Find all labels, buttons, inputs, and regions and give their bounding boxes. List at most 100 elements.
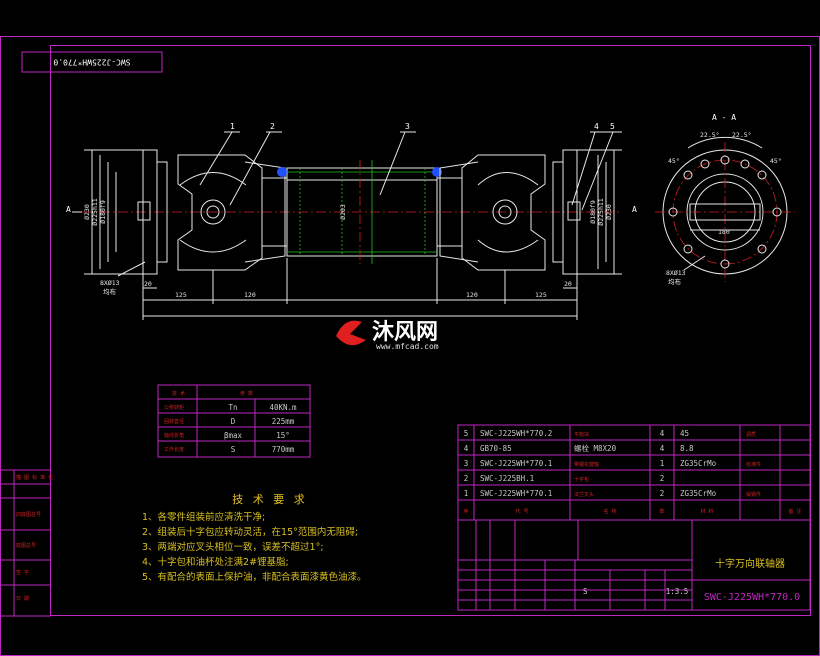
grease-nipple-left: [277, 167, 287, 177]
title-part-name: 十字万向联轴器: [715, 557, 785, 570]
param-label-4: 工作长度: [164, 446, 184, 453]
param-symbol-2: D: [231, 417, 236, 426]
param-value-3: 15°: [276, 431, 290, 440]
bom-mat-1: ZG35CrMo: [680, 489, 717, 498]
bom-mat-3: ZG35CrMo: [680, 459, 717, 468]
dim-20-left: 20: [144, 280, 152, 288]
bom-header-material: 材 料: [700, 508, 713, 515]
bom-note-3: 标准件: [746, 461, 761, 468]
dim-125-right: 125: [535, 291, 547, 299]
bom-header-qty: 数: [659, 508, 664, 515]
section-marker-right: A: [632, 205, 637, 214]
key-slot: [689, 203, 761, 221]
title-block: 十字万向联轴器 SWC-J225WH*770.0 S 1:3.5: [457, 519, 811, 611]
bom-header-name: 名 称: [603, 508, 616, 515]
params-header-1: 技 术: [172, 390, 185, 397]
bom-qty-2: 2: [660, 474, 665, 483]
callout-4: 4: [594, 122, 599, 131]
callout-2: 2: [270, 122, 275, 131]
dim-125-left: 125: [175, 291, 187, 299]
bolt-pitch-circle: [672, 159, 778, 265]
bom-header-code: 代 号: [515, 508, 528, 515]
bolt-holes: [668, 155, 782, 269]
angle-d: 45°: [770, 157, 782, 165]
callout-3: 3: [405, 122, 410, 131]
dim-d230-left: Ø230: [83, 204, 91, 220]
param-value-2: 225mm: [272, 417, 295, 426]
pcd-dim: 180: [718, 228, 730, 236]
requirements-title: 技 术 要 求: [232, 493, 308, 506]
bom-name-2: 十字包: [574, 476, 589, 483]
shaft-assembly-view: Ø230 Ø225h11 Ø180f9 Ø203 Ø180f9 Ø225h11 …: [66, 122, 637, 320]
strip-label-4: 签 字: [16, 569, 29, 576]
logo-mark-icon: [336, 320, 366, 346]
left-diameter-dims: [84, 149, 143, 275]
bom-name-5: 平衡块: [574, 431, 589, 438]
bolt-note-right: 均布: [668, 277, 682, 286]
angle-a: 22.5°: [700, 131, 720, 139]
right-yoke: [461, 154, 546, 271]
strip-label-2: 旧底图总号: [16, 511, 41, 518]
bom-code-3: SWC-J225WH*770.1: [480, 459, 552, 468]
bolt-spec-right: 8XØ13: [666, 269, 686, 277]
param-symbol-1: Tn: [228, 403, 237, 412]
bom-no-1: 1: [464, 489, 469, 498]
dim-fit-right: Ø180f9: [589, 200, 597, 224]
param-label-1: 公称转矩: [164, 404, 184, 411]
rotated-code-text: SWC-J225WH*770.0: [53, 58, 130, 67]
bom-mat-5: 45: [680, 429, 689, 438]
left-strip: 描 图 标 准 化 旧底图总号 底图总号 签 字 日 期: [0, 469, 53, 617]
param-value-1: 40KN.m: [269, 403, 297, 412]
params-header-2: 参 数: [240, 390, 253, 397]
bom-code-1: SWC-J225WH*770.1: [480, 489, 552, 498]
requirement-3: 3、两端对应叉头相位一致，误差不超过1°;: [142, 541, 324, 553]
param-value-4: 770mm: [272, 445, 295, 454]
bom-note-1: 锻钢件: [746, 491, 761, 498]
bolt-spec-left: 8XØ13: [100, 279, 120, 287]
bom-code-5: SWC-J225WH*770.2: [480, 429, 552, 438]
bom-name-1: 法兰叉头: [574, 491, 594, 498]
dim-d230-right: Ø230: [605, 204, 613, 220]
bom-no-5: 5: [464, 429, 469, 438]
scale-value: 1:3.5: [666, 587, 689, 596]
strip-label-3: 底图总号: [16, 542, 36, 549]
bom-table: 5 SWC-J225WH*770.2 平衡块 4 45 调质 4 GB70-85…: [457, 424, 811, 521]
bom-qty-1: 2: [660, 489, 665, 498]
requirement-4: 4、十字包和油杯处注满2#锂基脂;: [142, 556, 289, 568]
dim-d203: Ø203: [339, 204, 347, 220]
section-a-a-view: A - A 22.5° 22.5° 45° 45° 180 8XØ13 均布: [655, 113, 795, 286]
bom-qty-4: 4: [660, 444, 665, 453]
bom-mat-4: 8.8: [680, 444, 694, 453]
section-marker-left: A: [66, 205, 71, 214]
requirement-2: 2、组装后十字包应转动灵活，在15°范围内无阻碍;: [142, 526, 358, 538]
param-label-3: 轴线折角: [164, 432, 184, 439]
left-yoke: [177, 154, 263, 271]
scale-s-label: S: [583, 587, 588, 596]
bom-no-2: 2: [464, 474, 469, 483]
dim-d225-right: Ø225h11: [597, 198, 605, 225]
strip-label-1: 描 图 标 准 化: [16, 474, 53, 481]
watermark-url: www.mfcad.com: [376, 342, 439, 351]
requirement-5: 5、有配合的表面上保护油，非配合表面漆黄色油漆。: [142, 571, 367, 583]
section-label: A - A: [712, 113, 736, 122]
bom-name-3: 带钢花键轴: [574, 461, 599, 468]
dim-20-right: 20: [564, 280, 572, 288]
strip-label-5: 日 期: [16, 596, 29, 602]
bom-no-4: 4: [464, 444, 469, 453]
dim-d225-left: Ø225h11: [91, 198, 99, 225]
watermark-logo: 沐风网 www.mfcad.com: [336, 320, 439, 351]
callout-5: 5: [610, 122, 615, 131]
bom-note-5: 调质: [746, 431, 756, 438]
bom-qty-5: 4: [660, 429, 665, 438]
bom-name-4: 螺栓 M8X20: [574, 443, 617, 453]
length-dims: [142, 258, 578, 320]
params-table: 技 术 参 数 公称转矩 回转直径 轴线折角 工作长度 Tn D βmax S …: [157, 384, 311, 458]
angle-b: 22.5°: [732, 131, 752, 139]
rotated-code-box: [21, 51, 163, 73]
dim-120-left: 120: [244, 291, 256, 299]
param-symbol-3: βmax: [224, 431, 243, 440]
bom-code-2: SWC-J225BH.1: [480, 474, 534, 483]
bom-header-no: 序: [463, 508, 468, 515]
param-label-2: 回转直径: [164, 418, 184, 425]
dim-120-right: 120: [466, 291, 478, 299]
